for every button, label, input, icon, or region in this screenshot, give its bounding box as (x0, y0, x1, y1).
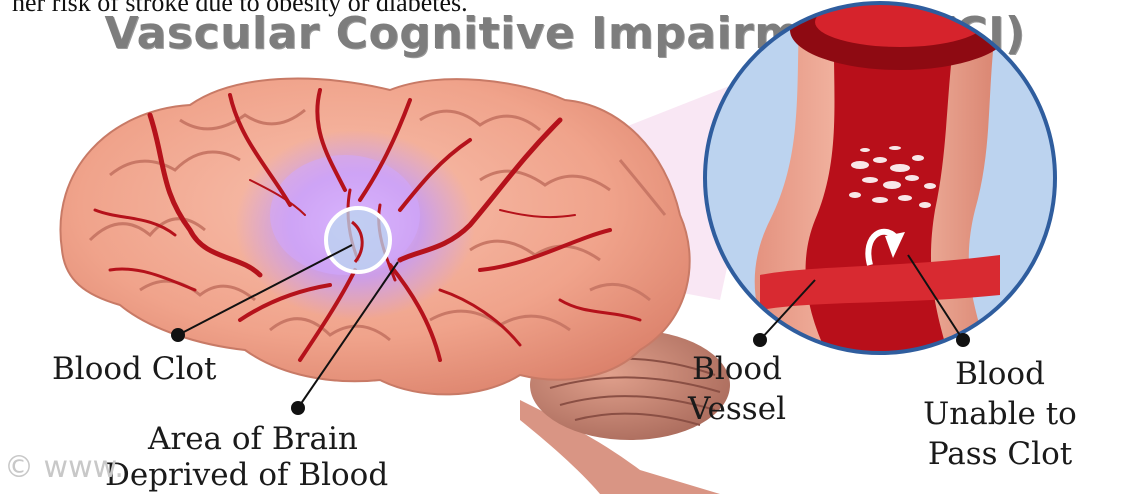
label-unable-line1: Blood (900, 355, 1100, 393)
label-unable-line3: Pass Clot (900, 435, 1100, 473)
label-unable-line2: Unable to (900, 395, 1100, 433)
label-blood-vessel-line1: Blood (672, 350, 802, 388)
clot-marker (326, 208, 390, 272)
magnifier (705, 0, 1055, 360)
label-blood-vessel-line2: Vessel (672, 390, 802, 428)
watermark: © www. (4, 450, 124, 485)
label-area-deprived-line2: Deprived of Blood (105, 456, 388, 494)
label-blood-clot: Blood Clot (52, 350, 216, 388)
label-area-deprived-line1: Area of Brain (148, 420, 358, 458)
